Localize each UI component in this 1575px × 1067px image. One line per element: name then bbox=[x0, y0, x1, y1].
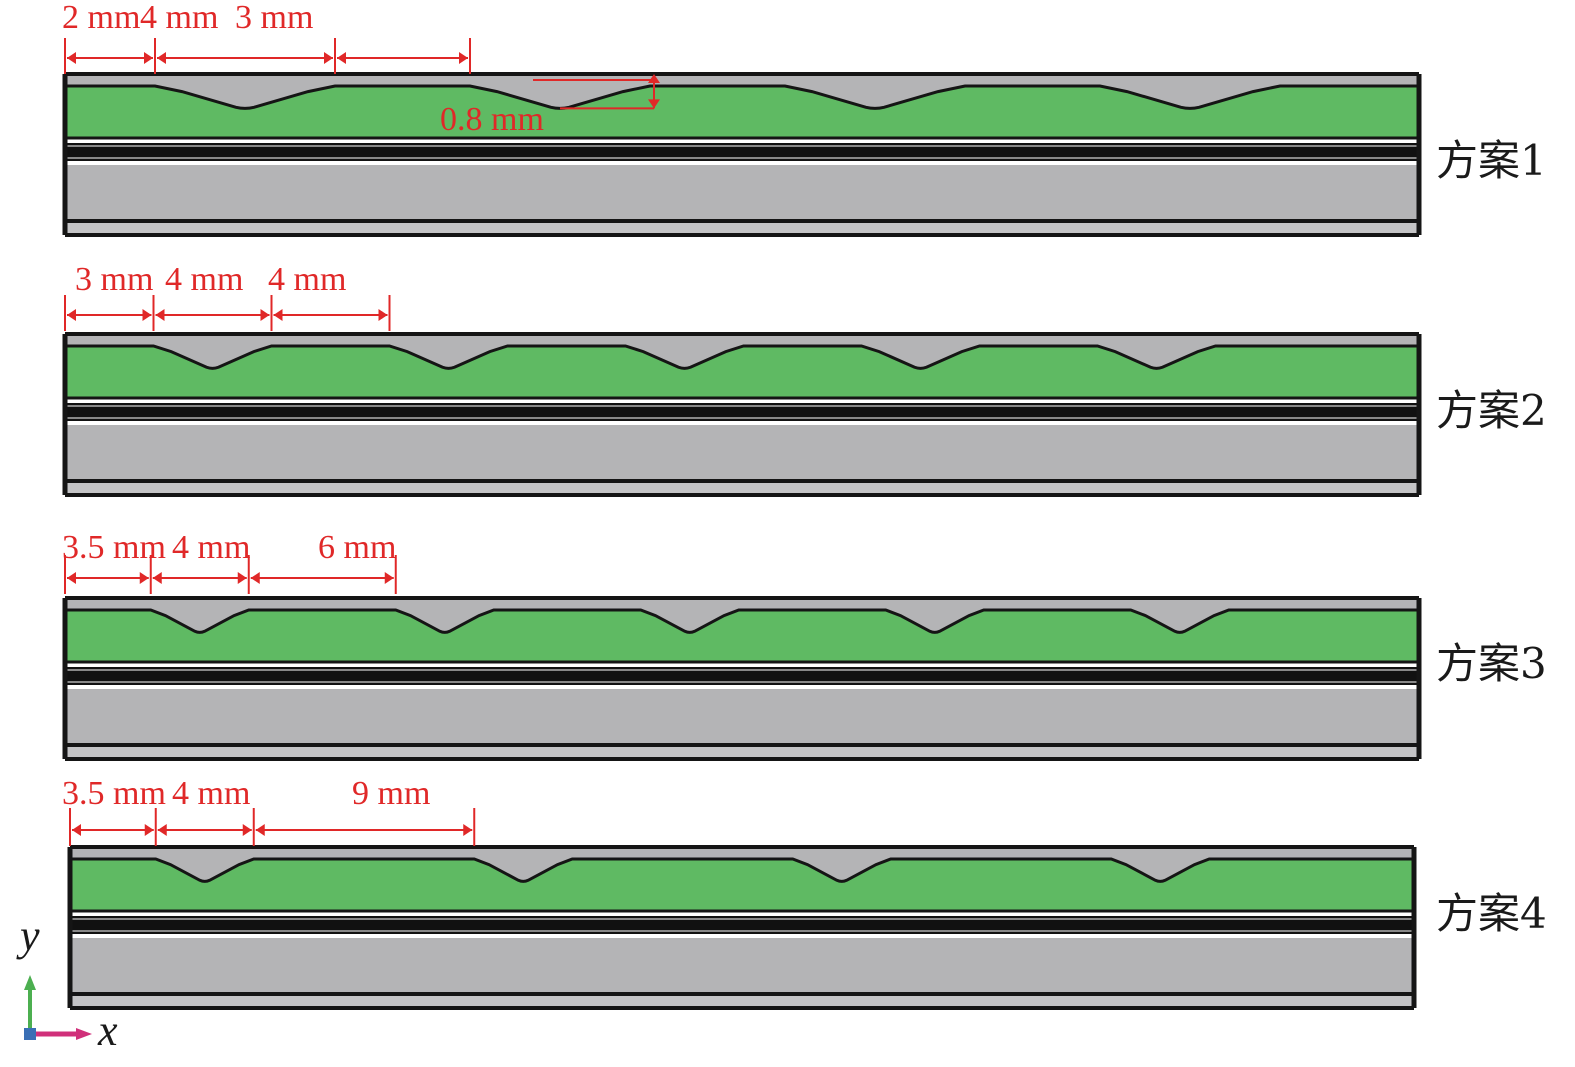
scheme-label: 方案4 bbox=[1436, 889, 1547, 938]
bottom-strip-layer bbox=[70, 996, 1414, 1006]
dimension-label: 9 mm bbox=[352, 775, 430, 812]
groove-profile-line bbox=[65, 84, 1419, 110]
membrane-band bbox=[70, 916, 1414, 934]
dimension-arrowhead bbox=[144, 52, 153, 64]
green-flow-layer bbox=[65, 86, 1419, 138]
axis-origin-marker bbox=[24, 1028, 36, 1040]
dimension-label: 4 mm bbox=[165, 261, 243, 298]
dimension-arrowhead bbox=[324, 52, 333, 64]
lower-plate-layer bbox=[65, 689, 1419, 745]
depth-label: 0.8 mm bbox=[440, 101, 544, 138]
dimension-arrowhead bbox=[157, 824, 167, 836]
bottom-strip-layer bbox=[65, 483, 1419, 493]
dimension-arrowhead bbox=[255, 824, 265, 836]
lower-plate-layer bbox=[65, 425, 1419, 481]
lower-plate-layer bbox=[70, 938, 1414, 994]
y-axis-label: y bbox=[16, 911, 40, 960]
groove-profile-line bbox=[65, 344, 1419, 370]
dimension-label: 3.5 mm bbox=[62, 529, 166, 566]
dimension-arrowhead bbox=[384, 572, 394, 584]
coordinate-axes: xy bbox=[16, 911, 118, 1055]
dimension-arrowhead bbox=[337, 52, 346, 64]
dimension-arrowhead bbox=[242, 824, 252, 836]
dimension-arrowhead bbox=[72, 824, 81, 836]
dimension-label: 4 mm bbox=[268, 261, 346, 298]
scheme-label: 方案2 bbox=[1436, 386, 1547, 435]
dimension-label: 4 mm bbox=[172, 529, 250, 566]
dimension-label: 4 mm bbox=[140, 0, 218, 36]
dimension-arrowhead bbox=[157, 52, 166, 64]
membrane-band bbox=[65, 667, 1419, 685]
dimension-arrowhead bbox=[142, 309, 152, 321]
dimension-arrowhead bbox=[378, 309, 388, 321]
dimension-arrowhead bbox=[648, 74, 660, 83]
dimension-annotations: 3 mm 4 mm 4 mm bbox=[64, 261, 391, 331]
x-axis-arrowhead-icon bbox=[76, 1028, 92, 1040]
dimension-arrowhead bbox=[273, 309, 283, 321]
bottom-strip-layer bbox=[65, 223, 1419, 233]
green-flow-layer bbox=[65, 610, 1419, 662]
dimension-label: 3 mm bbox=[235, 0, 313, 36]
dimension-arrowhead bbox=[139, 572, 149, 584]
groove-profile-line bbox=[65, 608, 1419, 634]
membrane-band bbox=[65, 403, 1419, 421]
dimension-label: 3.5 mm bbox=[62, 775, 166, 812]
groove-profile-line bbox=[70, 857, 1414, 883]
dimension-arrowhead bbox=[144, 824, 154, 836]
membrane-band bbox=[65, 143, 1419, 161]
green-flow-layer bbox=[70, 859, 1414, 911]
bottom-strip-layer bbox=[65, 747, 1419, 757]
dimension-label: 6 mm bbox=[318, 529, 396, 566]
dimension-label: 4 mm bbox=[172, 775, 250, 812]
dimension-arrowhead bbox=[152, 572, 162, 584]
y-axis-arrowhead-icon bbox=[24, 975, 36, 990]
dimension-arrowhead bbox=[237, 572, 247, 584]
dimension-arrowhead bbox=[459, 52, 468, 64]
dimension-arrowhead bbox=[250, 572, 260, 584]
dimension-arrowhead bbox=[67, 572, 76, 584]
scheme-label: 方案3 bbox=[1436, 639, 1547, 688]
lower-plate-layer bbox=[65, 165, 1419, 221]
dimension-arrowhead bbox=[648, 99, 660, 109]
dimension-arrowhead bbox=[463, 824, 473, 836]
x-axis-label: x bbox=[97, 1006, 118, 1055]
green-flow-layer bbox=[65, 346, 1419, 398]
scheme-label: 方案1 bbox=[1436, 136, 1547, 185]
dimension-label: 2 mm bbox=[62, 0, 140, 36]
dimension-arrowhead bbox=[155, 309, 165, 321]
scheme-panel-2: 方案2 3 mm 4 mm 4 mm bbox=[62, 261, 1547, 497]
dimension-arrowhead bbox=[67, 309, 76, 321]
dimension-arrowhead bbox=[67, 52, 76, 64]
dimension-arrowhead bbox=[260, 309, 270, 321]
dimension-label: 3 mm bbox=[75, 261, 153, 298]
